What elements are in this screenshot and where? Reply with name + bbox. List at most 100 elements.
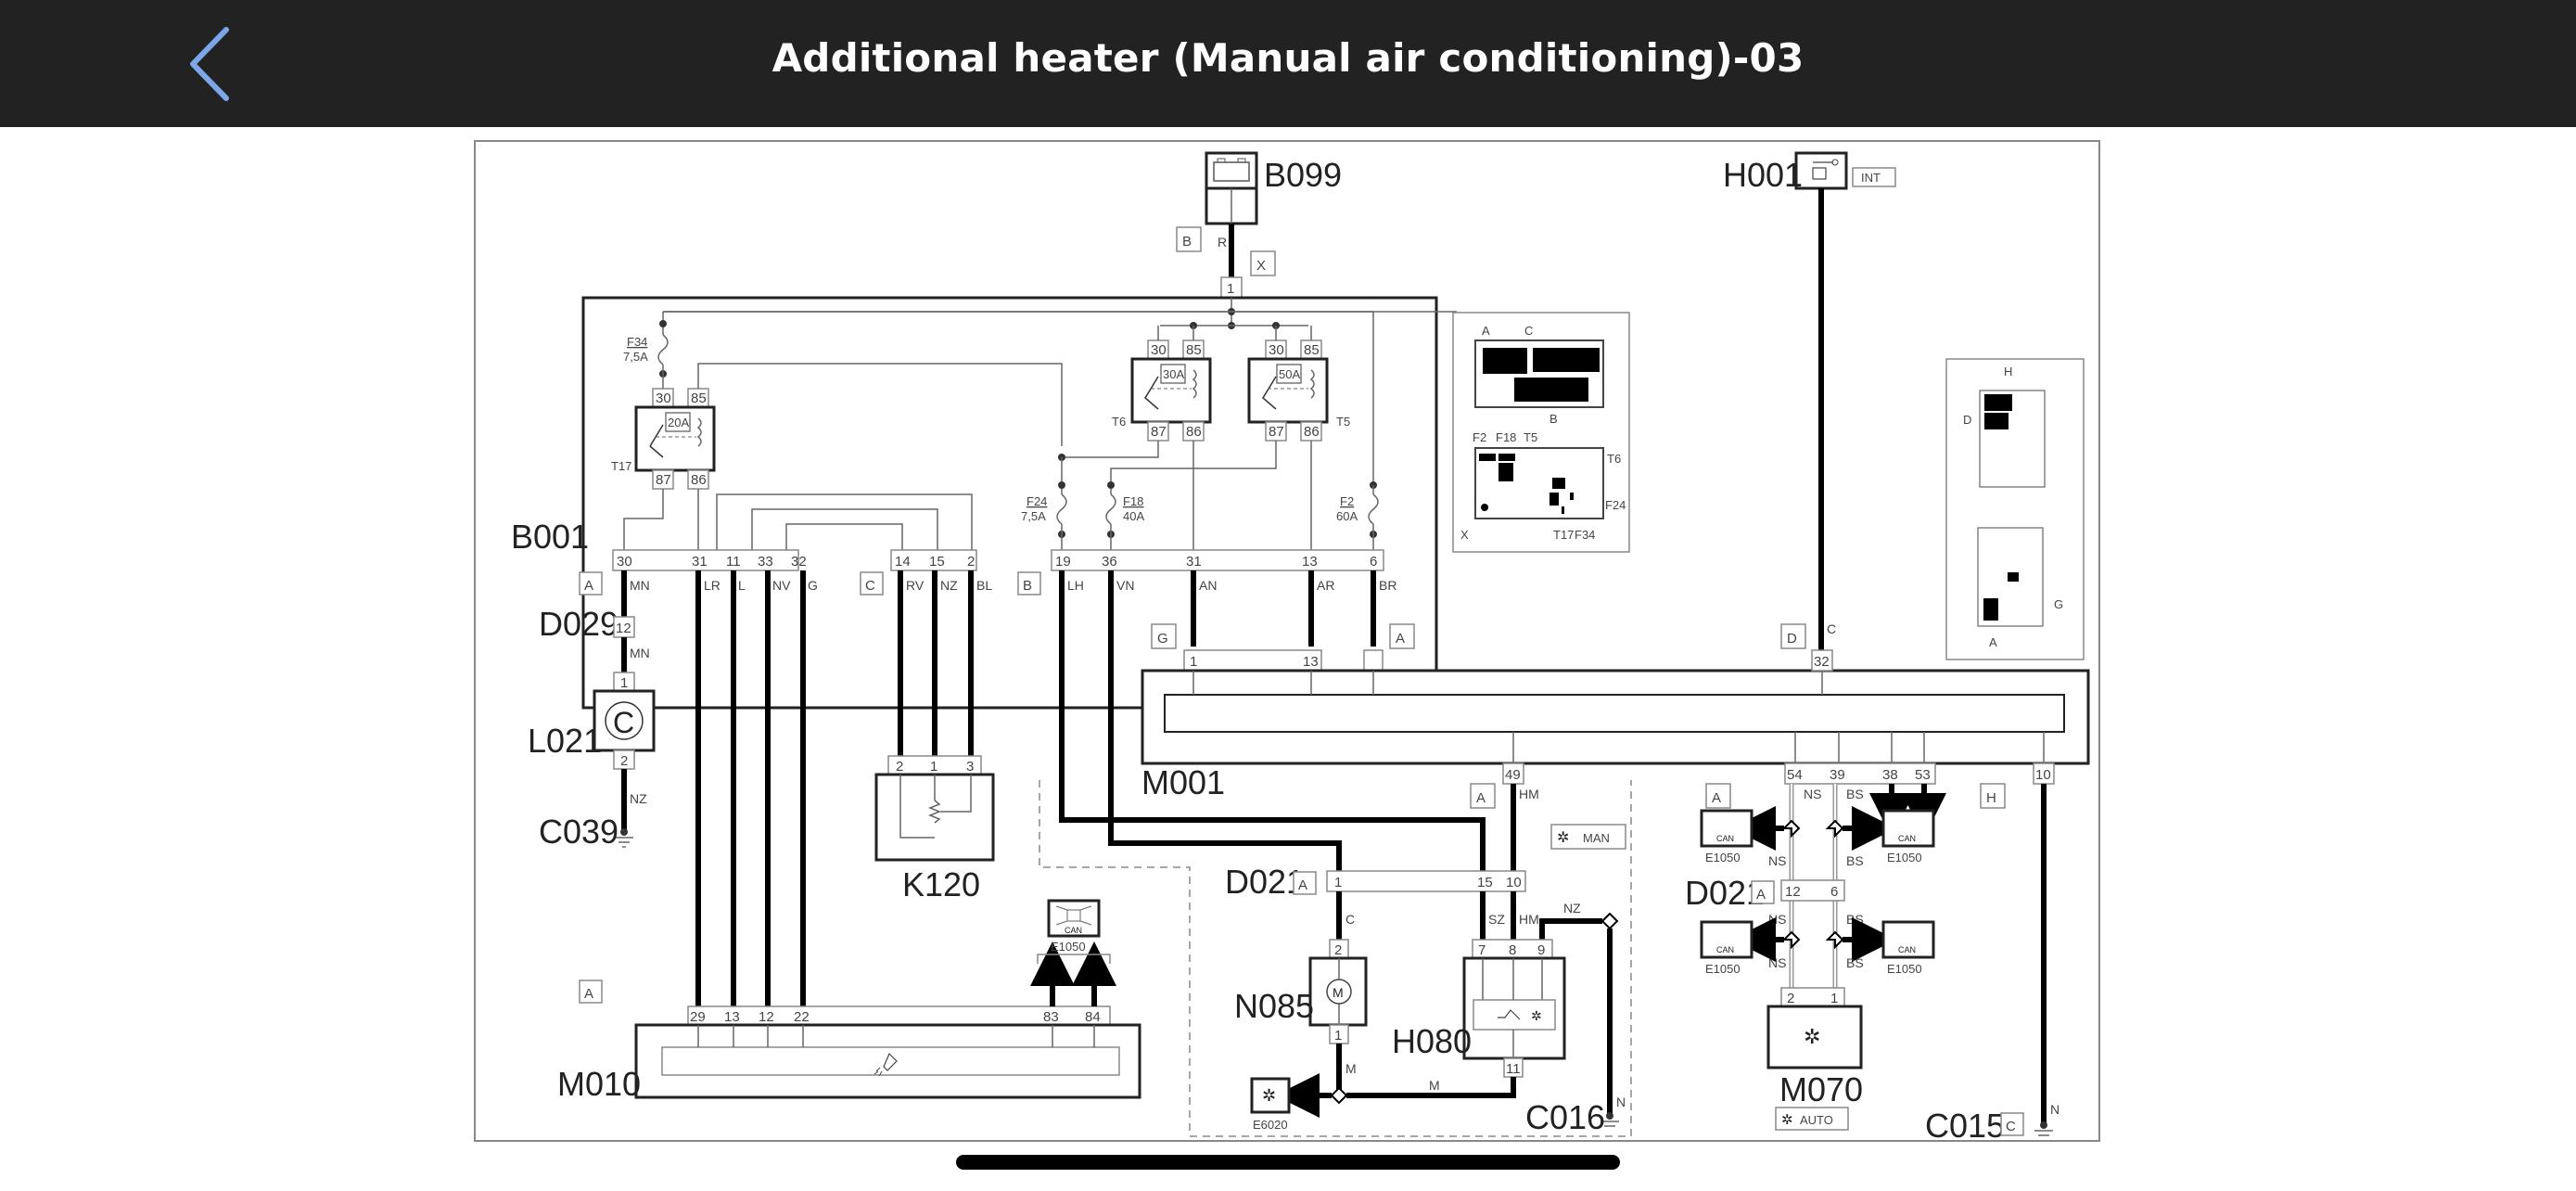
pin-label: 10 <box>2035 767 2051 783</box>
wire-color-label: M <box>1345 1061 1357 1076</box>
connector-tag-box <box>1176 226 1202 252</box>
pin-label: 30 <box>617 554 632 570</box>
pin-label: 85 <box>1186 342 1202 358</box>
wire-color-label: NZ <box>1563 901 1581 916</box>
can-bus-icon[interactable]: CAN <box>1047 899 1101 938</box>
relay-t17[interactable]: 30 85 20A 87 86 T17 <box>611 388 716 490</box>
e6020-icon[interactable]: ✲ <box>1250 1077 1291 1114</box>
relay-label: T5 <box>1336 415 1350 429</box>
component-label-c039: C039 <box>539 813 618 851</box>
locator-label: F24 <box>1605 498 1626 512</box>
relay-rating: 50A <box>1279 367 1300 381</box>
component-h080[interactable]: ✲ <box>1462 956 1566 1060</box>
pin-label: 30 <box>1269 342 1284 358</box>
locator-label: F34 <box>1575 528 1595 542</box>
pin-label: 12 <box>616 621 631 636</box>
connector-tag-a: A <box>1756 887 1766 903</box>
back-button[interactable] <box>176 22 250 106</box>
wire-color-label: NS <box>1768 853 1786 868</box>
component-k120[interactable] <box>874 773 995 862</box>
component-label-e1050: E1050 <box>1051 940 1086 954</box>
wire-color-label: G <box>808 578 818 593</box>
relay-t5[interactable]: 30 85 50A 87 86 T5 <box>1247 339 1350 442</box>
pin-label: 85 <box>691 391 707 406</box>
wire-color-label: R <box>1218 235 1227 250</box>
pin-label: 19 <box>1055 554 1071 570</box>
can-bus-icon[interactable]: CAN <box>1881 920 1935 959</box>
page-title: Additional heater (Manual air conditioni… <box>772 35 1804 81</box>
pin-label: 12 <box>1785 884 1801 900</box>
wire-color-label: C <box>1345 912 1355 927</box>
component-label-m010: M010 <box>557 1065 641 1103</box>
can-bus-icon[interactable]: CAN <box>1700 809 1753 848</box>
relay-label: T17 <box>611 459 631 473</box>
component-label-b099: B099 <box>1264 156 1342 194</box>
pin-label: 1 <box>620 675 628 691</box>
wire-color-label: M <box>1429 1078 1440 1093</box>
wire-nz[interactable] <box>1539 918 1602 940</box>
locator-label: D <box>1963 413 1971 427</box>
fuse-f34[interactable]: F34 7,5A <box>623 312 669 389</box>
wire-color-label: BL <box>976 578 992 593</box>
relay-rating: 30A <box>1163 367 1184 381</box>
can-bus-icon[interactable]: CAN <box>1881 809 1935 848</box>
fusebox-locator-image[interactable]: A C B F2 F18 T5 T6 F24 T17 F34 X <box>1452 312 1630 553</box>
pin-label: 2 <box>967 554 975 570</box>
pin-label: 32 <box>1814 654 1830 670</box>
component-m001[interactable] <box>1141 669 2090 765</box>
wire-color-label: HM <box>1519 787 1539 801</box>
locator-label: C <box>1524 324 1533 338</box>
locator-label: G <box>2054 597 2063 611</box>
fuse-label: F34 <box>627 335 647 349</box>
pin-label: 29 <box>690 1009 706 1025</box>
home-indicator[interactable] <box>956 1155 1620 1170</box>
bodycomputer-locator-image[interactable]: H D G A <box>1945 358 2085 660</box>
component-h001[interactable] <box>1794 151 1848 190</box>
wire-m[interactable] <box>1346 1077 1516 1098</box>
fuse-f2[interactable]: F2 60A <box>1336 481 1379 550</box>
component-m010[interactable] <box>634 1023 1141 1099</box>
snowflake-icon: ✲ <box>1557 830 1569 846</box>
potentiometer-icon <box>927 800 942 824</box>
connector-tag-box <box>1250 250 1276 276</box>
pin-label: 3 <box>966 759 974 775</box>
pin-label: 2 <box>1787 991 1794 1006</box>
fuse-f18[interactable]: F18 40A <box>1105 481 1144 550</box>
pin-label: 33 <box>758 554 773 570</box>
pin-label: 6 <box>1830 884 1838 900</box>
man-tag: ✲ MAN <box>1550 824 1626 850</box>
relay-rating: 20A <box>668 416 689 429</box>
pin-label: 8 <box>1509 942 1516 958</box>
wire-color-label: NZ <box>940 578 958 593</box>
locator-label: A <box>1482 324 1490 338</box>
component-label-c016: C016 <box>1525 1098 1605 1136</box>
component-label-e1050: E1050 <box>1705 962 1741 976</box>
component-label-d029: D029 <box>539 605 618 643</box>
can-bus-icon[interactable]: CAN <box>1700 920 1753 959</box>
pin-label: 13 <box>1302 554 1318 570</box>
component-m070[interactable]: ✲ <box>1766 1005 1863 1069</box>
component-n085[interactable]: M <box>1308 956 1368 1027</box>
wire-color-label: HM <box>1519 912 1539 927</box>
connector-b001-b <box>1051 549 1384 571</box>
connector-tag-d: D <box>1787 631 1797 647</box>
wiring-diagram[interactable]: B099 B X R 1 B001 F34 7,5A 30 85 20A <box>474 140 2100 1145</box>
component-l021[interactable]: C <box>593 689 656 752</box>
pin-label: 36 <box>1102 554 1117 570</box>
wire-lh[interactable] <box>1059 570 1486 871</box>
fuse-f24[interactable]: F24 7,5A <box>1021 457 1067 550</box>
ignition-tag: INT <box>1861 171 1881 185</box>
component-label-e1050: E1050 <box>1887 851 1922 864</box>
auto-label: AUTO <box>1800 1113 1833 1127</box>
component-b099[interactable]: B099 <box>1205 151 1342 225</box>
wire-color-label: LR <box>704 578 721 593</box>
pin-label: 2 <box>896 759 903 775</box>
wire-color-label: N <box>2050 1102 2060 1117</box>
wire-vn[interactable] <box>1108 570 1342 871</box>
pin-label: 1 <box>1334 875 1342 890</box>
wire-color-label: BS <box>1846 853 1864 868</box>
pressure-switch-icon <box>1498 1009 1521 1020</box>
pin-label: 30 <box>1151 342 1167 358</box>
connector-b001-a <box>612 549 799 571</box>
pin-label: 86 <box>1304 424 1320 440</box>
